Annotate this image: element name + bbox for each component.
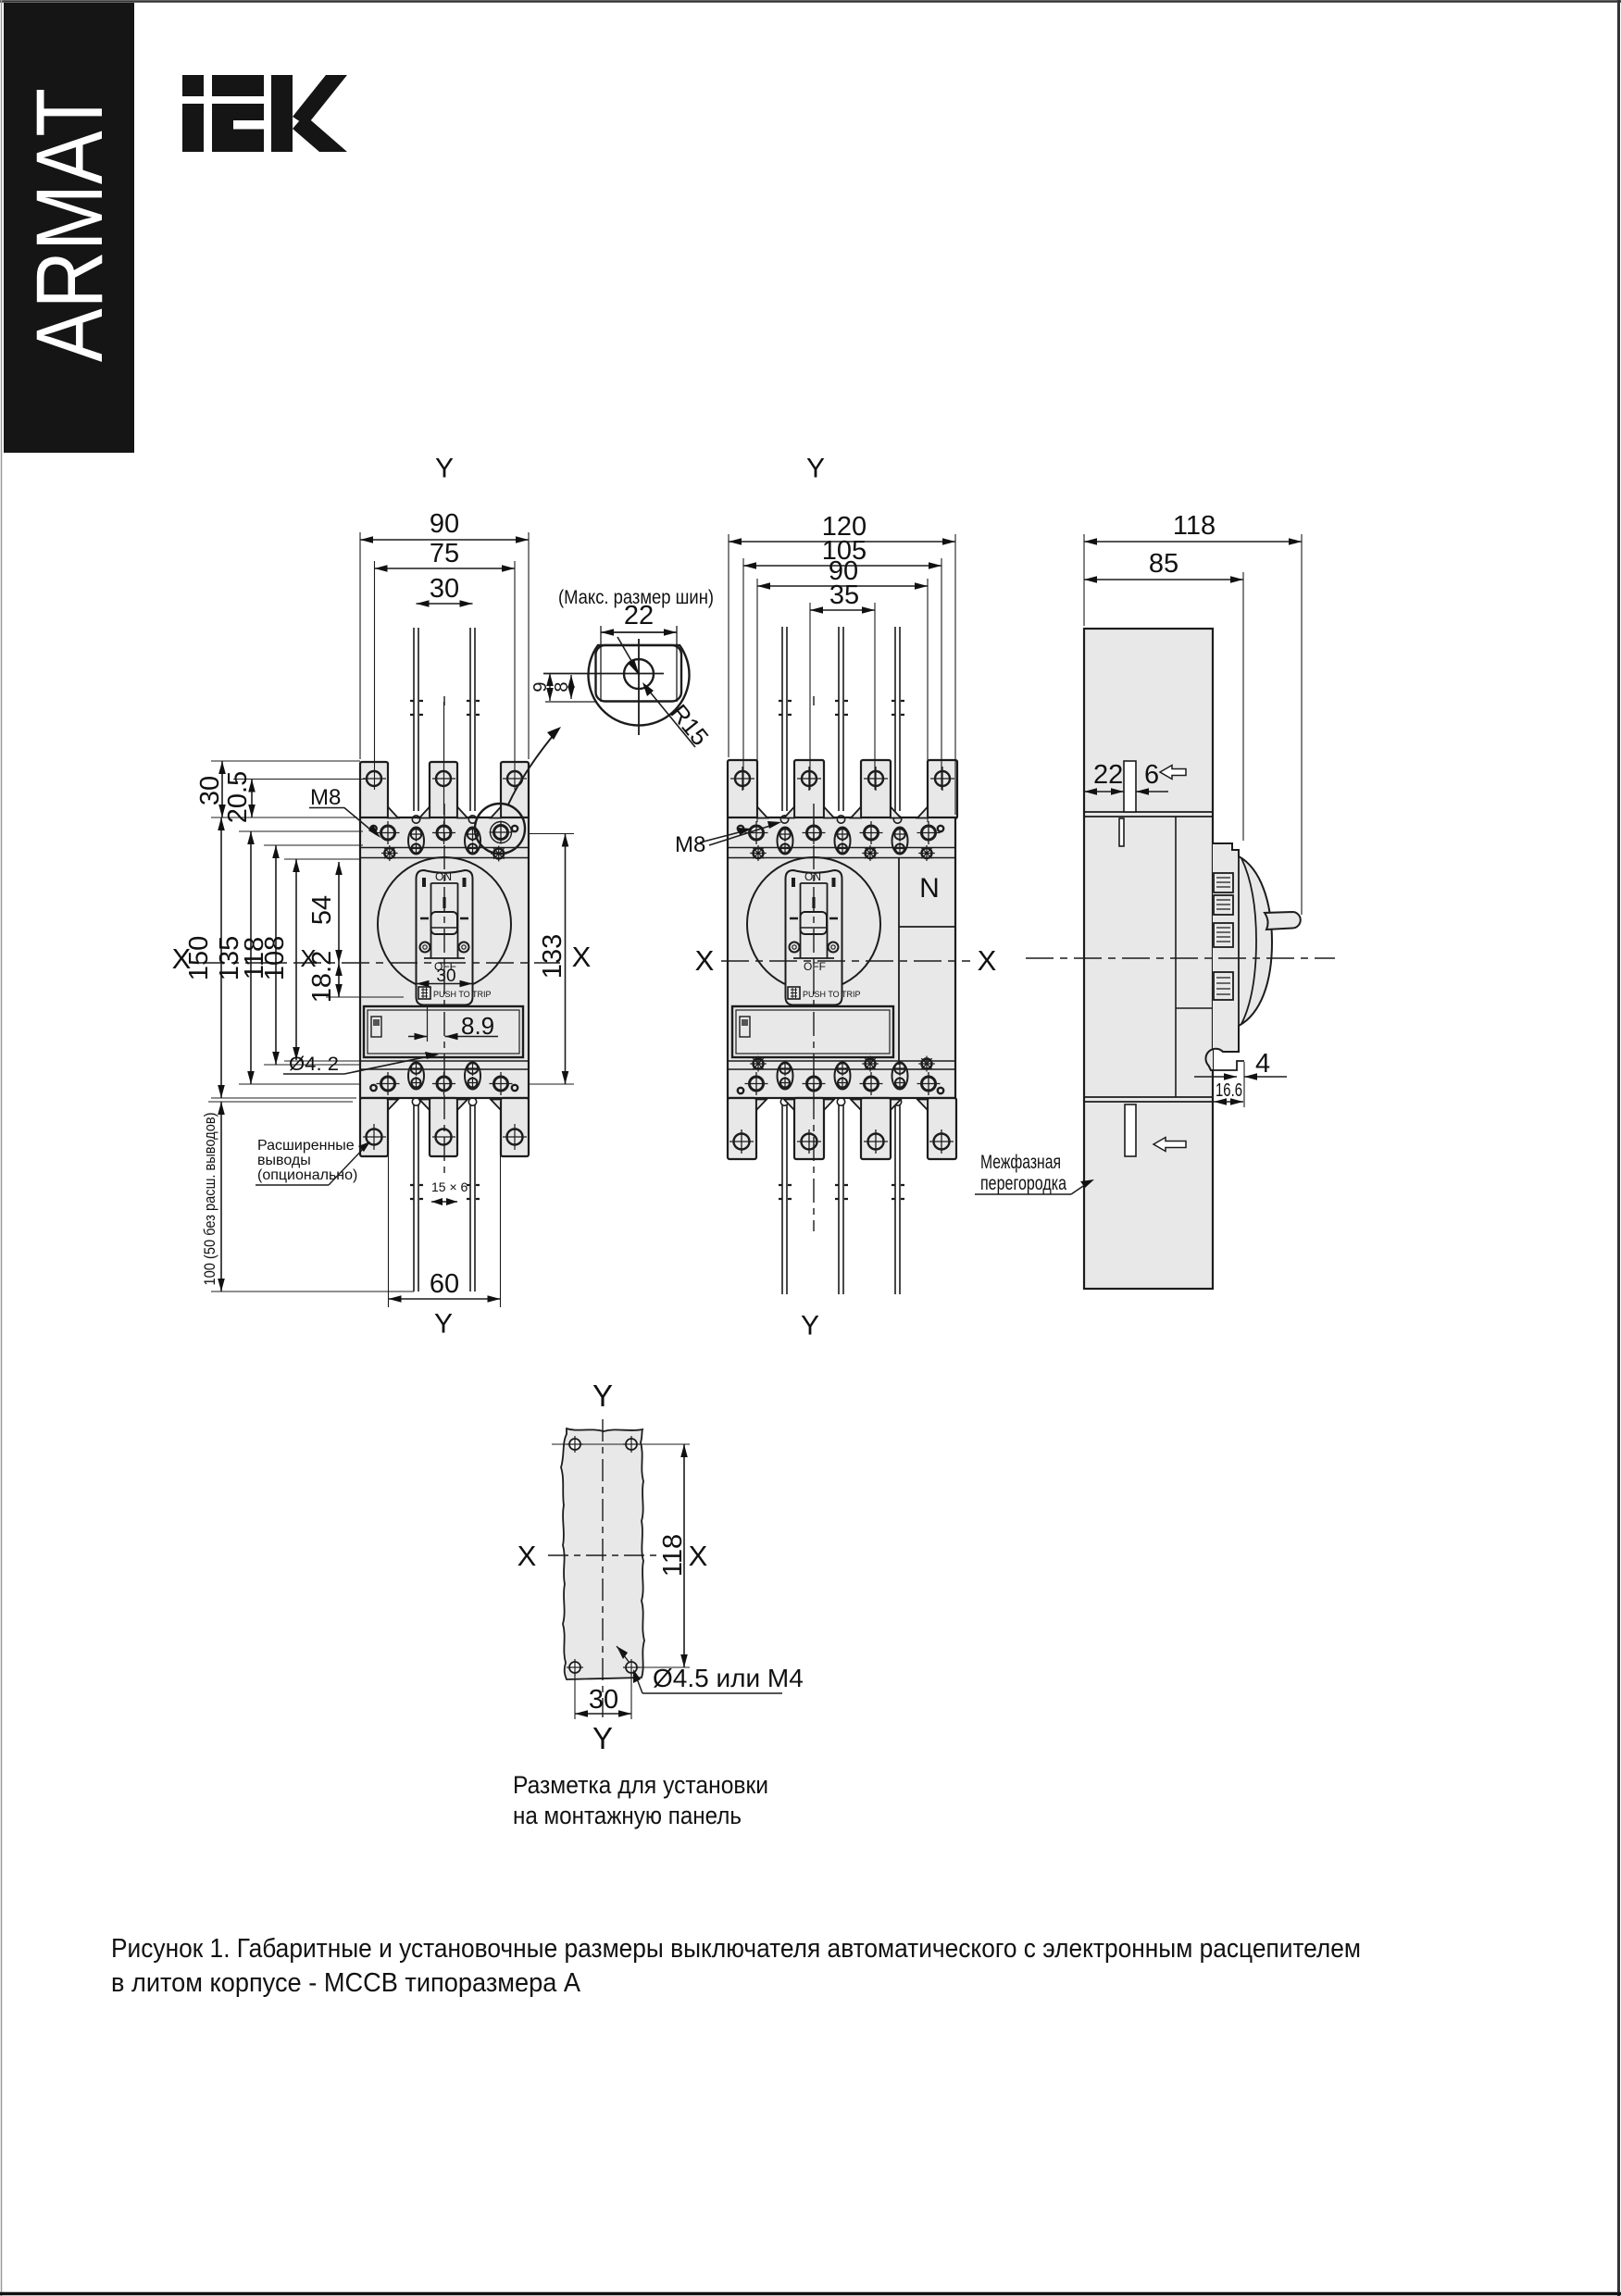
svg-text:8: 8 [552,681,572,692]
svg-text:Y: Y [435,454,454,484]
svg-text:4: 4 [1255,1049,1270,1079]
svg-text:15 × 6: 15 × 6 [431,1179,468,1194]
svg-text:в литом корпусе - МССВ типораз: в литом корпусе - МССВ типоразмера А [111,1968,581,1998]
svg-text:30: 30 [430,574,459,604]
svg-text:(опционально): (опционально) [257,1167,357,1183]
svg-text:Расширенные: Расширенные [257,1138,355,1154]
svg-text:118: 118 [240,937,269,980]
svg-text:ARMAT: ARMAT [17,88,122,362]
svg-text:PUSH TO TRIP: PUSH TO TRIP [433,990,492,999]
svg-text:16.6: 16.6 [1216,1080,1242,1101]
svg-text:(Макс. размер шин): (Макс. размер шин) [558,587,714,608]
svg-text:30: 30 [195,776,225,805]
svg-text:Рисунок 1. Габаритные и устано: Рисунок 1. Габаритные и установочные раз… [111,1934,1361,1964]
svg-text:M8: M8 [675,832,705,857]
svg-text:PUSH TO TRIP: PUSH TO TRIP [803,990,861,999]
svg-text:Ø4.5 или М4: Ø4.5 или М4 [653,1664,804,1692]
svg-text:120: 120 [822,512,867,542]
svg-text:ON: ON [804,870,821,883]
svg-text:X: X [300,944,316,972]
svg-text:X: X [695,944,715,977]
svg-text:Y: Y [434,1309,453,1340]
svg-text:60: 60 [430,1269,459,1299]
svg-text:Ø4. 2: Ø4. 2 [289,1054,339,1075]
svg-text:Y: Y [806,454,825,484]
svg-text:105: 105 [822,536,867,566]
svg-text:90: 90 [430,509,459,539]
svg-text:22: 22 [1093,760,1123,790]
svg-text:90: 90 [829,556,858,586]
svg-text:выводы: выводы [257,1153,311,1168]
svg-text:X: X [978,944,997,977]
svg-text:N: N [919,873,940,904]
svg-text:перегородка: перегородка [980,1173,1066,1194]
svg-text:Y: Y [592,1721,613,1755]
svg-text:75: 75 [430,539,459,568]
svg-text:133: 133 [538,934,567,979]
svg-text:150: 150 [184,936,214,980]
svg-text:54: 54 [307,895,337,925]
svg-text:35: 35 [829,580,859,610]
svg-text:OFF: OFF [804,960,826,973]
svg-text:X: X [572,941,592,973]
svg-text:108: 108 [260,936,290,980]
svg-text:6: 6 [1144,760,1159,790]
svg-text:85: 85 [1149,549,1178,579]
svg-text:Разметка для установки: Разметка для установки [513,1771,768,1799]
svg-text:20.5: 20.5 [223,771,253,823]
svg-text:8.9: 8.9 [461,1012,494,1040]
svg-text:X: X [689,1540,708,1572]
svg-text:22: 22 [624,601,654,630]
svg-text:18.2: 18.2 [307,951,337,1003]
svg-text:118: 118 [1173,511,1216,541]
svg-text:100 (50 без расш. выводов): 100 (50 без расш. выводов) [201,1113,218,1286]
svg-text:M8: M8 [310,785,341,810]
svg-text:Y: Y [592,1379,613,1413]
svg-text:30: 30 [589,1685,618,1715]
svg-text:Y: Y [801,1311,819,1341]
svg-text:X: X [517,1540,537,1572]
svg-text:9: 9 [530,681,551,692]
svg-text:118: 118 [658,1534,688,1577]
svg-text:на монтажную панель: на монтажную панель [513,1802,742,1829]
svg-text:135: 135 [215,936,244,980]
svg-text:ON: ON [435,870,452,883]
svg-text:X: X [172,942,192,975]
svg-text:Межфазная: Межфазная [980,1152,1061,1173]
